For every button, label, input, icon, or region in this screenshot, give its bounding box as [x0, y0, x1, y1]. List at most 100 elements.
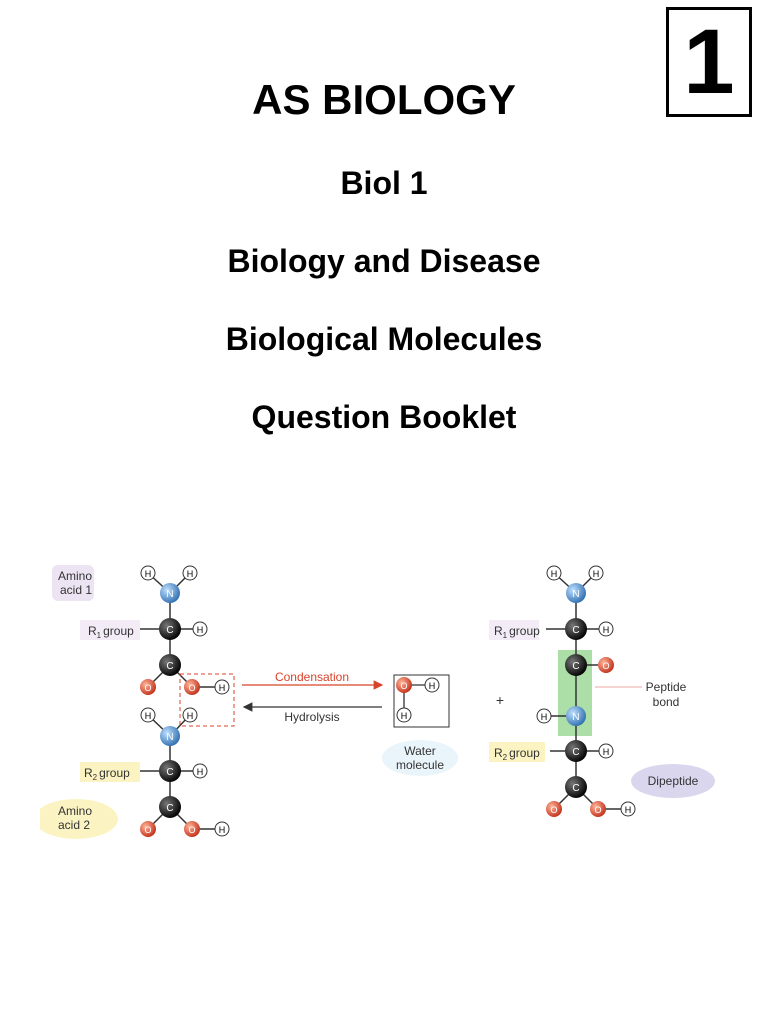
svg-text:C: C	[166, 625, 173, 636]
hydrogen-atom	[140, 565, 156, 581]
nitrogen-atom	[160, 726, 180, 746]
water-label-line2: molecule	[396, 758, 444, 772]
right-r2-group-label-bg	[489, 742, 545, 762]
svg-text:H: H	[541, 712, 548, 722]
peptide-bond-label-line1: Peptide	[646, 680, 687, 694]
svg-text:H: H	[219, 683, 226, 693]
carbon-atom	[565, 776, 587, 798]
carbon-atom	[565, 654, 587, 676]
svg-text:H: H	[219, 825, 226, 835]
svg-text:H: H	[145, 711, 152, 721]
svg-text:H: H	[187, 711, 194, 721]
hydrogen-atom	[536, 708, 552, 724]
amino-acid-2-bonds	[140, 714, 222, 830]
dipeptide-label-bg	[631, 764, 715, 798]
hydrogen-atom	[192, 763, 208, 779]
carbon-atom	[159, 618, 181, 640]
hydrogen-atom	[214, 679, 230, 695]
peptide-bond-label-line2: bond	[653, 695, 680, 709]
topic-title: Biology and Disease	[227, 243, 541, 279]
amino-acid-1-label-bg	[52, 565, 94, 601]
right-r1-group-label-bg	[489, 620, 539, 640]
oxygen-atom	[396, 677, 412, 693]
oxygen-atom	[184, 679, 200, 695]
svg-text:H: H	[603, 625, 610, 635]
water-label-bg	[382, 740, 458, 776]
svg-text:O: O	[400, 681, 407, 691]
svg-text:C: C	[572, 625, 579, 636]
svg-text:H: H	[197, 767, 204, 777]
svg-text:H: H	[625, 805, 632, 815]
hydrogen-atom	[424, 677, 440, 693]
oxygen-atom	[598, 657, 614, 673]
oxygen-atom	[546, 801, 562, 817]
course-title: AS BIOLOGY	[252, 76, 516, 123]
svg-text:C: C	[572, 783, 579, 794]
hydrogen-atom	[620, 801, 636, 817]
hydrogen-atom	[546, 565, 562, 581]
svg-text:N: N	[572, 589, 579, 600]
hydrogen-atom	[598, 621, 614, 637]
dipeptide-label: Dipeptide	[648, 774, 699, 788]
hydrogen-atom	[192, 621, 208, 637]
plus-sign: +	[496, 692, 504, 708]
carbon-atom	[565, 618, 587, 640]
svg-text:H: H	[401, 711, 408, 721]
svg-text:O: O	[188, 825, 195, 835]
svg-text:H: H	[551, 569, 558, 579]
amino-acid-1-label-line2: acid 1	[60, 583, 92, 597]
r1-group-label-bg	[80, 620, 140, 640]
carbon-atom	[159, 760, 181, 782]
page-number-box: 1	[666, 7, 752, 117]
oxygen-atom	[590, 801, 606, 817]
svg-text:C: C	[166, 767, 173, 778]
svg-text:C: C	[166, 661, 173, 672]
svg-text:H: H	[603, 747, 610, 757]
hydrogen-atom	[588, 565, 604, 581]
amino-acid-2-atoms: H H N C H C O O H	[140, 707, 230, 837]
carbon-atom	[159, 654, 181, 676]
water-label-line1: Water	[404, 744, 436, 758]
amino-acid-1-atoms: H H N C H C O O H	[140, 565, 230, 695]
oxygen-atom	[140, 679, 156, 695]
carbon-atom	[159, 796, 181, 818]
water-removal-dashed-box	[179, 673, 235, 727]
amino-acid-2-label-line1: Amino	[58, 804, 92, 818]
svg-text:H: H	[187, 569, 194, 579]
amino-acid-2-label-line2: acid 2	[58, 818, 90, 832]
nitrogen-atom	[566, 583, 586, 603]
r2-group-label-bg	[80, 762, 140, 782]
svg-text:H: H	[593, 569, 600, 579]
svg-text:O: O	[594, 805, 601, 815]
hydrolysis-label: Hydrolysis	[284, 710, 339, 724]
amino-acid-1-bonds	[140, 572, 222, 688]
carbon-atom	[565, 740, 587, 762]
nitrogen-atom	[566, 706, 586, 726]
svg-text:C: C	[572, 747, 579, 758]
svg-text:H: H	[145, 569, 152, 579]
dipeptide-atoms: H H N C H C O H N C H C O O	[536, 565, 636, 817]
nitrogen-atom	[160, 583, 180, 603]
svg-text:O: O	[144, 683, 151, 693]
condensation-label: Condensation	[275, 670, 349, 684]
amino-acid-1-label-line1: Amino	[58, 569, 92, 583]
amino-acid-2-label-bg	[34, 799, 118, 839]
svg-text:O: O	[188, 683, 195, 693]
hydrogen-atom	[214, 821, 230, 837]
hydrogen-atom	[182, 707, 198, 723]
svg-text:N: N	[166, 732, 173, 743]
booklet-title: Question Booklet	[251, 399, 517, 435]
svg-text:H: H	[197, 625, 204, 635]
unit-title: Biol 1	[340, 165, 428, 201]
svg-text:N: N	[572, 712, 579, 723]
page-number: 1	[683, 11, 735, 113]
svg-text:O: O	[144, 825, 151, 835]
hydrogen-atom	[182, 565, 198, 581]
svg-text:C: C	[572, 661, 579, 672]
